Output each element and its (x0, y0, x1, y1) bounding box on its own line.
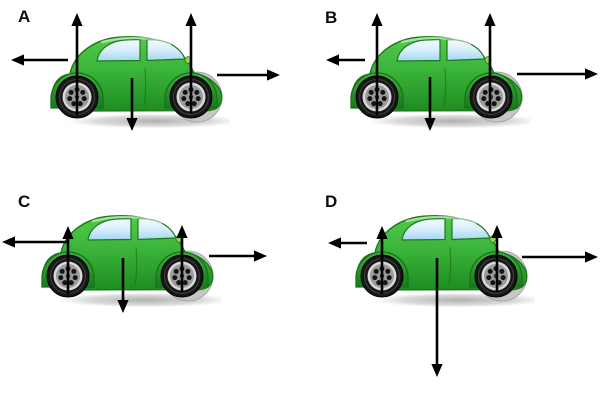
car-illustration (42, 216, 233, 308)
force-arrow-up-front-wheel (484, 13, 496, 113)
force-arrow-down (424, 77, 436, 131)
panels-layer (2, 13, 598, 377)
force-arrow-right (517, 68, 598, 80)
panel-a (11, 13, 280, 131)
panel-label-d: D (325, 192, 337, 211)
force-arrow-left (328, 237, 367, 249)
force-arrow-up-front-wheel (491, 225, 503, 292)
panel-c (2, 216, 267, 313)
force-arrow-right (217, 69, 280, 81)
force-arrow-left (11, 54, 68, 66)
panel-label-b: B (325, 8, 337, 27)
force-arrow-up-rear-wheel (376, 226, 388, 294)
panel-label-c: C (18, 192, 30, 211)
panel-label-a: A (18, 7, 30, 26)
force-arrow-up-rear-wheel (371, 13, 383, 115)
force-arrow-left (326, 54, 365, 66)
car-illustration (356, 216, 547, 308)
car-illustration (351, 37, 542, 129)
force-arrow-up-front-wheel (176, 225, 188, 292)
force-arrow-down (126, 78, 138, 131)
force-arrow-up-front-wheel (185, 13, 197, 113)
car-illustration (51, 37, 242, 129)
force-arrow-down (117, 258, 129, 313)
force-arrow-right (522, 251, 598, 263)
force-arrow-right (209, 250, 267, 262)
force-arrow-up-rear-wheel (71, 13, 83, 115)
panel-d (328, 216, 598, 377)
force-arrow-down (431, 258, 443, 377)
panel-b (326, 13, 598, 131)
force-arrow-left (2, 236, 67, 248)
force-arrow-up-rear-wheel (62, 226, 74, 294)
